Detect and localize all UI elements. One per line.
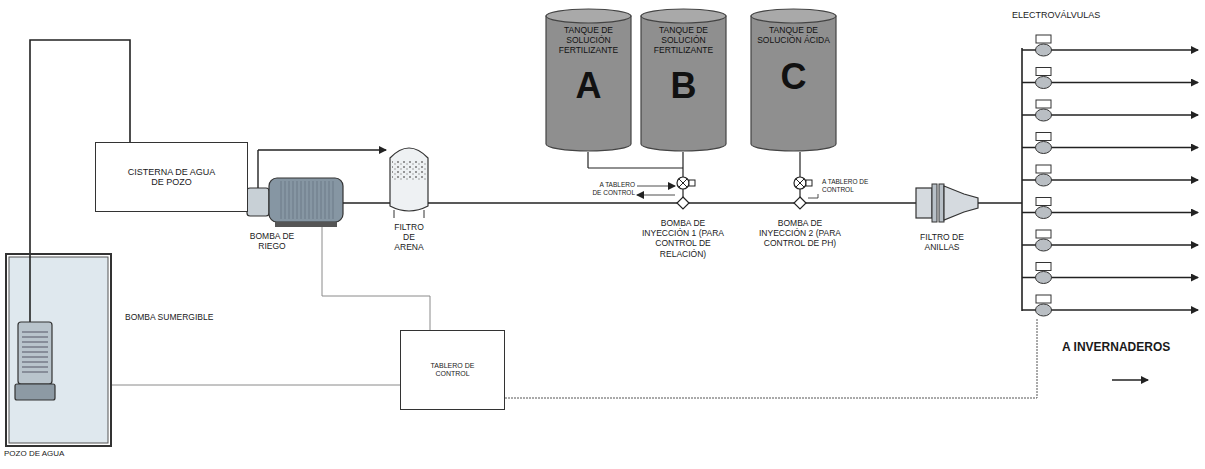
injection-point — [677, 197, 689, 209]
tank-body — [546, 16, 631, 151]
injection-pump — [794, 177, 806, 189]
tank-letter: B — [671, 65, 697, 106]
feed-pipe — [682, 152, 683, 177]
valve-actuator — [1036, 35, 1051, 43]
pump-base — [15, 384, 55, 400]
sand-bed — [392, 160, 426, 180]
well-water — [9, 257, 108, 443]
valve-body — [1036, 272, 1052, 284]
signal-line — [808, 198, 818, 199]
feed-pipe — [587, 152, 588, 168]
main-pipe — [343, 202, 390, 204]
ring — [932, 184, 937, 222]
ring — [939, 184, 944, 222]
valve-body — [1036, 77, 1052, 89]
part-label: FILTRO DE ARENA — [388, 222, 430, 253]
injection-point — [794, 197, 806, 209]
part-label: BOMBA SUMERGIBLE — [125, 312, 213, 322]
direction-arrow — [1112, 379, 1148, 380]
valve-body — [1036, 207, 1052, 219]
box-label: CISTERNA DE AGUA DE POZO — [128, 167, 216, 188]
sand-filter — [390, 148, 428, 211]
valve-actuator — [1036, 198, 1051, 206]
valve-body — [1036, 304, 1052, 316]
pump-motor — [269, 178, 343, 222]
tank-body — [751, 16, 836, 151]
feed-pipe — [799, 152, 800, 177]
pipe — [258, 149, 386, 150]
filter-leg — [394, 210, 395, 218]
tank-top — [751, 9, 836, 23]
valve-actuator — [1036, 100, 1051, 108]
tank-top — [546, 9, 631, 23]
valve-body — [1036, 44, 1052, 56]
valve-actuator — [1036, 263, 1051, 271]
box-label: TABLERO DE CONTROL — [423, 362, 483, 378]
submersible-pump — [18, 322, 52, 384]
tank-letter: C — [781, 56, 807, 97]
tank-title: TANQUE DE SOLUCIÓN FERTILIZANTE — [645, 26, 722, 55]
tank-body — [641, 16, 726, 151]
well-label: POZO DE AGUA — [4, 449, 64, 458]
valve-actuator — [1036, 68, 1051, 76]
main-pipe — [978, 202, 1022, 204]
tank: TANQUE DE SOLUCIÓN ÁCIDA C — [750, 8, 837, 152]
valve-actuator — [1036, 133, 1051, 141]
pump-motor-small — [806, 180, 812, 186]
valve-body — [1036, 109, 1052, 121]
feed-pipe — [799, 189, 800, 197]
pump-symbol — [796, 179, 804, 187]
part-label: FILTRO DE ANILLAS — [913, 232, 971, 252]
destination-label: A INVERNADEROS — [1062, 340, 1170, 354]
pump-head — [247, 188, 269, 216]
signal-line — [637, 186, 675, 187]
well-pipe — [29, 254, 31, 322]
ring-filter-body — [916, 188, 932, 218]
valve-body — [1036, 174, 1052, 186]
tank-letter: A — [576, 65, 602, 106]
motor-feet — [275, 222, 337, 227]
signal-label: A TABLERO DE CONTROL — [589, 181, 635, 197]
control-wire — [112, 385, 400, 386]
valve-body — [1036, 239, 1052, 251]
cistern-box: CISTERNA DE AGUA DE POZO — [95, 142, 248, 212]
valve-actuator — [1036, 165, 1051, 173]
ring-filter-cone — [944, 186, 978, 220]
main-pipe — [428, 202, 916, 204]
tank: TANQUE DE SOLUCIÓN FERTILIZANTE A — [545, 8, 632, 152]
part-label: BOMBA DE INYECCIÓN 2 (PARA CONTROL DE PH… — [757, 218, 843, 249]
motor-fins — [278, 181, 336, 219]
tank-top — [641, 9, 726, 23]
valve-actuator — [1036, 230, 1051, 238]
signal-label: A TABLERO DE CONTROL — [822, 178, 872, 194]
part-label: ELECTROVÁLVULAS — [1012, 10, 1100, 21]
part-label: BOMBA DE RIEGO — [244, 231, 300, 251]
part-label: BOMBA DE INYECCIÓN 1 (PARA CONTROL DE RE… — [640, 218, 726, 259]
pump-motor-small — [689, 180, 695, 186]
filter-leg — [424, 210, 425, 218]
tank-title: TANQUE DE SOLUCIÓN FERTILIZANTE — [550, 26, 627, 55]
control-wire — [505, 318, 1037, 398]
pump-symbol — [679, 179, 687, 187]
control-panel: TABLERO DE CONTROL — [400, 330, 505, 410]
signal-line — [637, 195, 675, 196]
tank-title: TANQUE DE SOLUCIÓN ÁCIDA — [755, 26, 832, 46]
well-box: POZO DE AGUA — [5, 253, 112, 447]
tank: TANQUE DE SOLUCIÓN FERTILIZANTE B — [640, 8, 727, 152]
feed-pipe — [588, 167, 683, 168]
signal-line — [818, 194, 819, 198]
pipe — [257, 150, 258, 188]
pump-coil — [22, 330, 48, 376]
valve-actuator — [1036, 295, 1051, 303]
injection-pump — [677, 177, 689, 189]
feed-pipe — [682, 189, 683, 197]
valve-body — [1036, 142, 1052, 154]
